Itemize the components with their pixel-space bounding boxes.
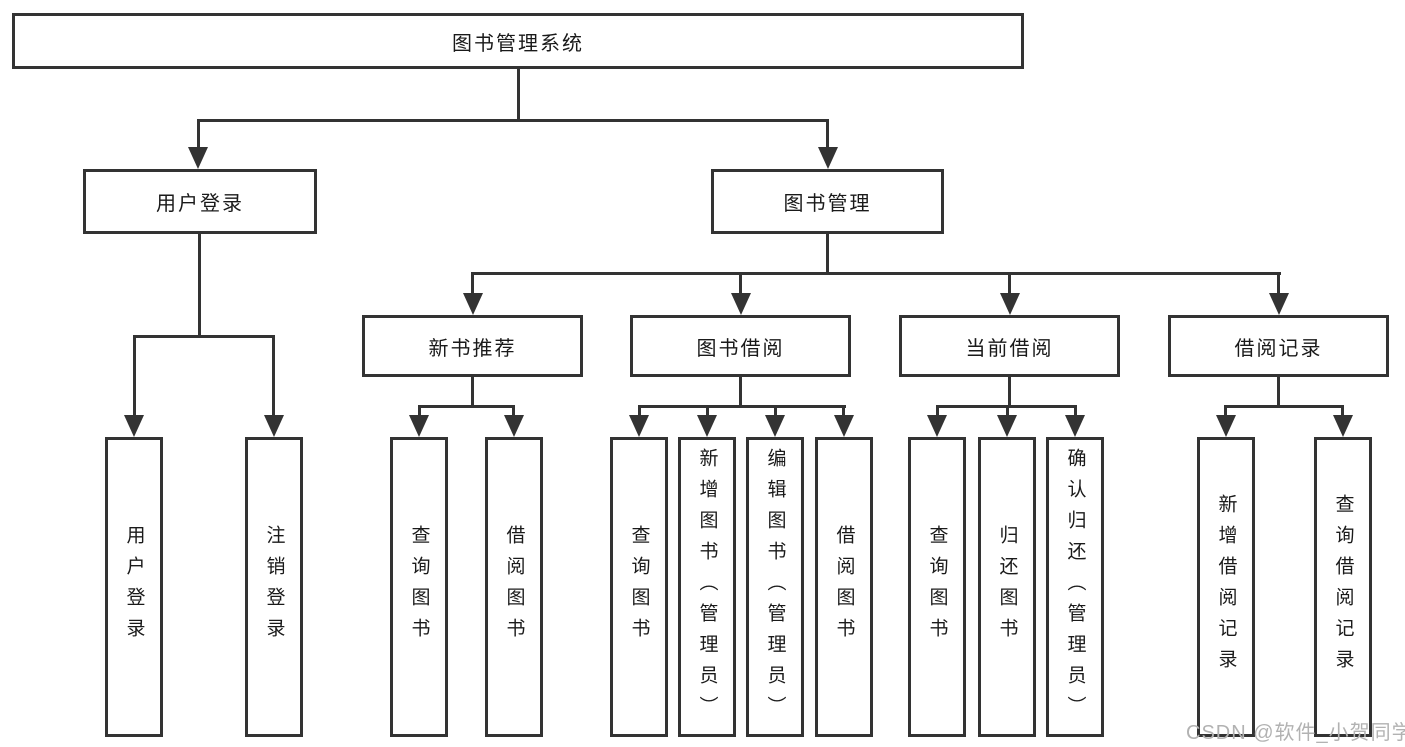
leaf-borrow-books-borrowing-label: 借阅图书 [833, 525, 855, 649]
node-current-borrowing-label: 当前借阅 [965, 337, 1054, 360]
leaf-logout: 注销登录 [245, 437, 303, 737]
arrowhead-book-borrowing-icon [731, 293, 751, 315]
node-book-management: 图书管理 [711, 169, 944, 234]
node-book-borrowing-label: 图书借阅 [696, 337, 785, 360]
arrowhead-edit-books-admin-icon [765, 415, 785, 437]
arrowhead-query-borrow-record-icon [1333, 415, 1353, 437]
connector-new-book-recommend-hline [418, 405, 515, 408]
connector-drop-borrowing-records [1277, 272, 1280, 293]
connector-new-book-recommend-stem [471, 377, 474, 405]
node-new-book-recommend: 新书推荐 [362, 315, 583, 377]
arrowhead-current-borrowing-icon [1000, 293, 1020, 315]
connector-drop-add-borrow-record [1224, 405, 1227, 415]
connector-drop-leaf-user-login [133, 335, 136, 415]
connector-drop-query-books-recommend [418, 405, 421, 415]
leaf-user-login-label: 用户登录 [123, 525, 145, 649]
node-borrowing-records-label: 借阅记录 [1234, 337, 1323, 360]
leaf-confirm-return-admin-label: 确认归还（管理员） [1064, 447, 1086, 727]
leaf-add-borrow-record-label: 新增借阅记录 [1215, 494, 1237, 680]
connector-root-hline [197, 119, 829, 122]
arrowhead-leaf-logout-icon [264, 415, 284, 437]
node-new-book-recommend-label: 新书推荐 [428, 337, 517, 360]
connector-root-stem [517, 69, 520, 119]
leaf-add-books-admin-label: 新增图书（管理员） [696, 447, 718, 727]
connector-book-management-hline [471, 272, 1281, 275]
arrowhead-confirm-return-admin-icon [1065, 415, 1085, 437]
arrowhead-leaf-user-login-icon [124, 415, 144, 437]
arrowhead-add-borrow-record-icon [1216, 415, 1236, 437]
connector-drop-current-borrowing [1008, 272, 1011, 293]
leaf-query-books-borrowing-label: 查询图书 [628, 525, 650, 649]
arrowhead-query-books-borrowing-icon [629, 415, 649, 437]
arrowhead-query-books-current-icon [927, 415, 947, 437]
leaf-query-books-recommend-label: 查询图书 [408, 525, 430, 649]
connector-drop-book-borrowing [739, 272, 742, 293]
leaf-borrow-books-borrowing: 借阅图书 [815, 437, 873, 737]
arrowhead-return-books-icon [997, 415, 1017, 437]
connector-user-login-hline [133, 335, 275, 338]
connector-book-borrowing-hline [638, 405, 846, 408]
arrowhead-borrow-books-recommend-icon [504, 415, 524, 437]
connector-drop-confirm-return-admin [1074, 405, 1077, 415]
connector-drop-return-books [1006, 405, 1009, 415]
connector-drop-borrow-books-recommend [512, 405, 515, 415]
arrowhead-query-books-recommend-icon [409, 415, 429, 437]
leaf-logout-label: 注销登录 [263, 525, 285, 649]
leaf-borrow-books-recommend: 借阅图书 [485, 437, 543, 737]
leaf-query-borrow-record: 查询借阅记录 [1314, 437, 1372, 737]
connector-drop-leaf-logout [272, 335, 275, 415]
connector-drop-query-borrow-record [1341, 405, 1344, 415]
connector-drop-new-book-recommend [471, 272, 474, 293]
leaf-confirm-return-admin: 确认归还（管理员） [1046, 437, 1104, 737]
connector-drop-query-books-current [936, 405, 939, 415]
arrowhead-new-book-recommend-icon [463, 293, 483, 315]
node-root-label: 图书管理系统 [452, 32, 584, 55]
node-current-borrowing: 当前借阅 [899, 315, 1120, 377]
node-borrowing-records: 借阅记录 [1168, 315, 1389, 377]
leaf-return-books-label: 归还图书 [996, 525, 1018, 649]
node-user-login: 用户登录 [83, 169, 317, 234]
connector-borrowing-records-stem [1277, 377, 1280, 405]
connector-current-borrowing-stem [1008, 377, 1011, 405]
connector-drop-book-management [826, 119, 829, 147]
leaf-query-books-recommend: 查询图书 [390, 437, 448, 737]
leaf-edit-books-admin-label: 编辑图书（管理员） [764, 447, 786, 727]
node-book-borrowing: 图书借阅 [630, 315, 851, 377]
leaf-add-books-admin: 新增图书（管理员） [678, 437, 736, 737]
leaf-edit-books-admin: 编辑图书（管理员） [746, 437, 804, 737]
leaf-query-books-current: 查询图书 [908, 437, 966, 737]
connector-drop-user-login [197, 119, 200, 147]
connector-borrowing-records-hline [1224, 405, 1344, 408]
leaf-query-books-current-label: 查询图书 [926, 525, 948, 649]
connector-user-login-stem [198, 234, 201, 335]
leaf-query-borrow-record-label: 查询借阅记录 [1332, 494, 1354, 680]
leaf-borrow-books-recommend-label: 借阅图书 [503, 525, 525, 649]
connector-drop-query-books-borrowing [638, 405, 641, 415]
arrowhead-add-books-admin-icon [697, 415, 717, 437]
connector-drop-edit-books-admin [774, 405, 777, 415]
arrowhead-borrow-books-borrowing-icon [834, 415, 854, 437]
connector-drop-borrow-books-borrowing [842, 405, 845, 415]
node-user-login-label: 用户登录 [156, 193, 244, 215]
leaf-user-login: 用户登录 [105, 437, 163, 737]
leaf-return-books: 归还图书 [978, 437, 1036, 737]
node-root: 图书管理系统 [12, 13, 1024, 69]
arrowhead-borrowing-records-icon [1269, 293, 1289, 315]
leaf-add-borrow-record: 新增借阅记录 [1197, 437, 1255, 737]
csdn-watermark: CSDN @软件_小贺同学 [1186, 722, 1405, 744]
arrowhead-user-login-icon [188, 147, 208, 169]
leaf-query-books-borrowing: 查询图书 [610, 437, 668, 737]
node-book-management-label: 图书管理 [783, 193, 872, 215]
connector-drop-add-books-admin [706, 405, 709, 415]
arrowhead-book-management-icon [818, 147, 838, 169]
connector-book-management-stem [826, 234, 829, 272]
connector-book-borrowing-stem [739, 377, 742, 405]
